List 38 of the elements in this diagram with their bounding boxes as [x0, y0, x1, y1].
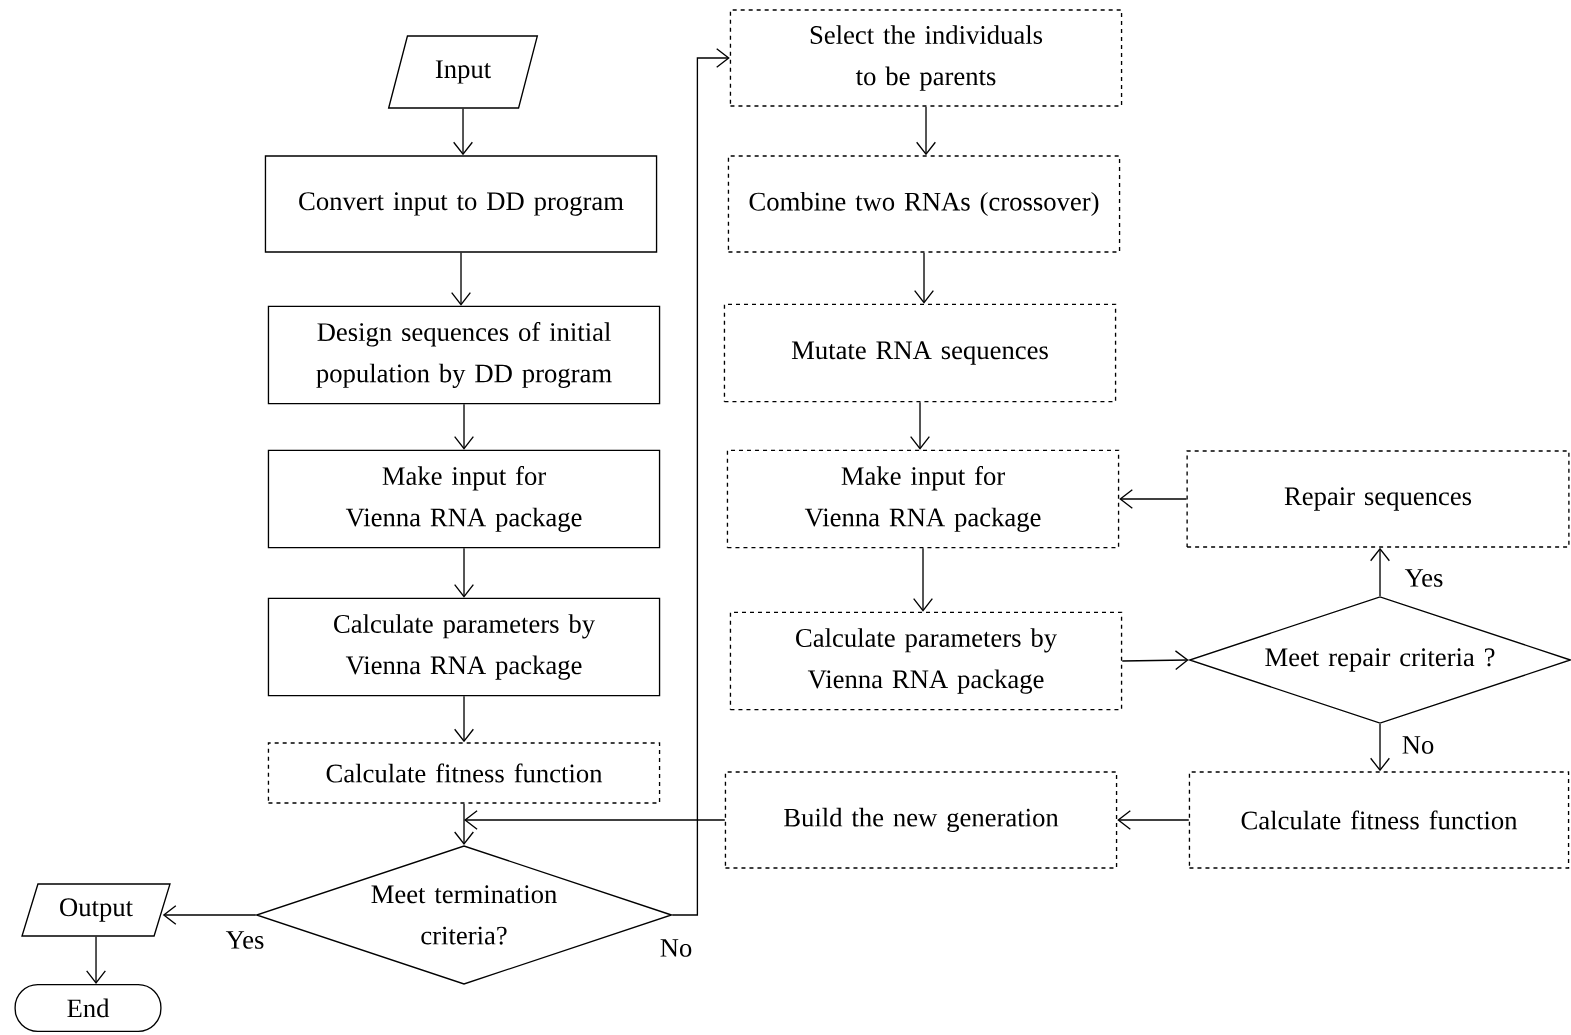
- process-box: Calculate fitness function: [1188, 771, 1570, 869]
- io-parallelogram: Output: [21, 883, 171, 937]
- arrow: [910, 401, 930, 450]
- process-box: Calculate parameters by Vienna RNA package: [729, 611, 1123, 711]
- arrow: [464, 810, 726, 830]
- process-box: Convert input to DD program: [264, 155, 658, 253]
- arrow: [1117, 810, 1190, 830]
- arrow: [1370, 547, 1390, 597]
- arrow: [916, 106, 936, 156]
- process-box: Combine two RNAs (crossover): [727, 155, 1121, 253]
- process-box: Repair sequences: [1186, 450, 1570, 548]
- process-box: Calculate fitness function: [267, 742, 661, 804]
- arrow: [454, 547, 474, 598]
- arrow: [454, 803, 474, 846]
- arrow: [1370, 723, 1390, 772]
- process-box: Calculate parameters by Vienna RNA package: [267, 597, 661, 697]
- process-box: Mutate RNA sequences: [723, 303, 1117, 403]
- arrow: [454, 695, 474, 743]
- arrow: [1121, 650, 1189, 671]
- arrow: [451, 252, 471, 306]
- terminal-box: End: [14, 984, 162, 1032]
- arrow: [454, 403, 474, 450]
- process-box: Build the new generation: [724, 771, 1118, 869]
- process-box: Select the individuals to be parents: [729, 9, 1123, 107]
- process-box: Make input for Vienna RNA package: [267, 449, 661, 549]
- arrow: [671, 48, 730, 916]
- arrow: [913, 547, 933, 612]
- arrow: [162, 905, 257, 925]
- process-box: Design sequences of initial population by DD program: [267, 305, 661, 405]
- edge-label: No: [1402, 736, 1434, 754]
- edge-label: Yes: [225, 931, 264, 949]
- edge-label: No: [660, 939, 692, 957]
- edge-label: Yes: [1404, 569, 1443, 587]
- process-box: Make input for Vienna RNA package: [726, 449, 1120, 549]
- arrow: [453, 108, 473, 156]
- arrow: [1119, 489, 1188, 509]
- arrow: [914, 252, 934, 304]
- arrow: [86, 936, 106, 984]
